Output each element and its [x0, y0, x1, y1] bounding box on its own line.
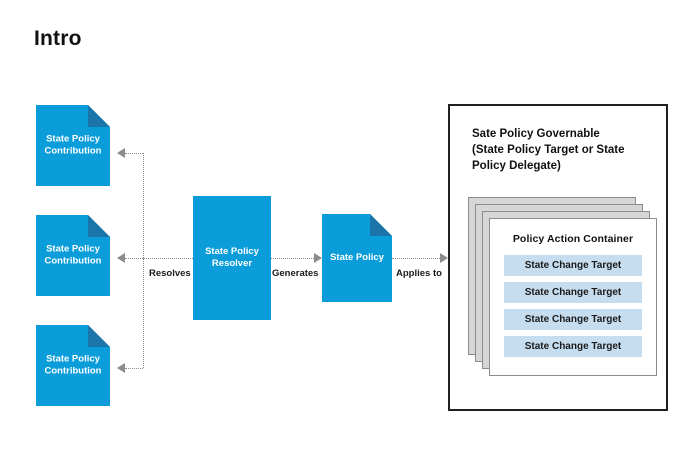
state-change-target-row[interactable]: State Change Target	[504, 336, 642, 357]
policy-action-container-stack[interactable]: Policy Action Container State Change Tar…	[468, 197, 664, 383]
edge-generates-line	[271, 258, 314, 259]
policy-action-container-card[interactable]: Policy Action Container State Change Tar…	[489, 218, 657, 376]
folded-corner-icon	[88, 215, 110, 237]
edge-resolves-branch-1	[125, 153, 143, 154]
state-change-target-row[interactable]: State Change Target	[504, 255, 642, 276]
policy-action-container-title: Policy Action Container	[512, 233, 634, 245]
state-change-target-list: State Change Target State Change Target …	[490, 255, 656, 357]
page-title: Intro	[34, 27, 82, 50]
edge-applies-to-arrowhead	[440, 253, 448, 263]
edge-resolves-arrowhead-3	[117, 363, 125, 373]
state-policy-governable-title: Sate Policy Governable(State Policy Targ…	[472, 128, 625, 172]
edge-resolves-branch-3	[125, 368, 143, 369]
edge-resolves-trunk	[143, 153, 144, 368]
state-change-target-row[interactable]: State Change Target	[504, 282, 642, 303]
edge-resolves-arrowhead-2	[117, 253, 125, 263]
edge-label-generates: Generates	[272, 268, 319, 279]
state-policy[interactable]: State Policy	[322, 214, 392, 302]
state-change-target-row[interactable]: State Change Target	[504, 309, 642, 330]
folded-corner-icon	[88, 325, 110, 347]
edge-resolves-segment-trunk	[143, 258, 193, 259]
edge-label-resolves: Resolves	[149, 268, 191, 279]
state-policy-label: State Policy	[330, 251, 384, 263]
edge-applies-to-line	[392, 258, 440, 259]
edge-label-applies-to: Applies to	[396, 268, 442, 279]
folded-corner-icon	[370, 214, 392, 236]
edge-generates-arrowhead	[314, 253, 322, 263]
edge-resolves-arrowhead-1	[117, 148, 125, 158]
edge-resolves-branch-2	[125, 258, 143, 259]
folded-corner-icon	[88, 105, 110, 127]
